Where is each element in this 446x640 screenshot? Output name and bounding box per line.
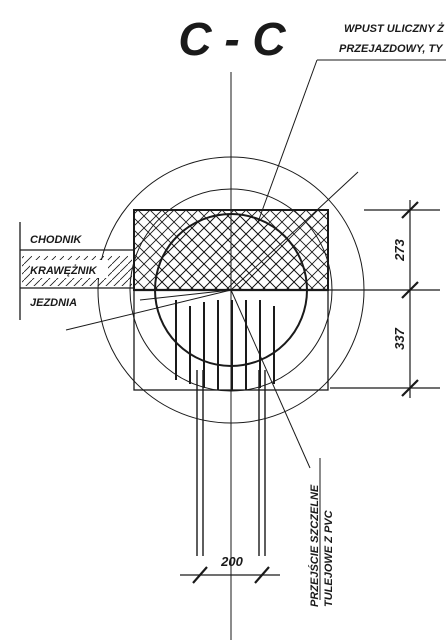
radial-lines	[65, 171, 359, 469]
inlet-callout-line2: PRZEJAZDOWY, TY	[339, 43, 444, 55]
dimension-pipe-width: 200	[220, 554, 243, 569]
layer-lines	[19, 222, 134, 320]
curb-label-bg	[30, 260, 108, 278]
passage-callout-line1: PRZEJŚCIE SZCZELNE	[308, 484, 321, 607]
inlet-leader	[257, 59, 446, 223]
right-dimension-chain	[300, 200, 440, 398]
curb-label: KRAWĘŻNIK	[30, 264, 98, 277]
outlet-pipe	[196, 370, 266, 556]
grate-bars	[175, 300, 275, 390]
pipe-width-dimension	[180, 566, 280, 584]
passage-callout-line2: TULEJOWE Z PVC	[323, 509, 335, 607]
roadway-label: JEZDNIA	[30, 297, 77, 309]
inlet-callout-line1: WPUST ULICZNY Ż	[344, 22, 445, 35]
sidewalk-label: CHODNIK	[30, 234, 82, 246]
dimension-upper: 273	[392, 238, 407, 261]
dimension-lower: 337	[392, 327, 407, 349]
section-title: C - C	[178, 13, 286, 65]
